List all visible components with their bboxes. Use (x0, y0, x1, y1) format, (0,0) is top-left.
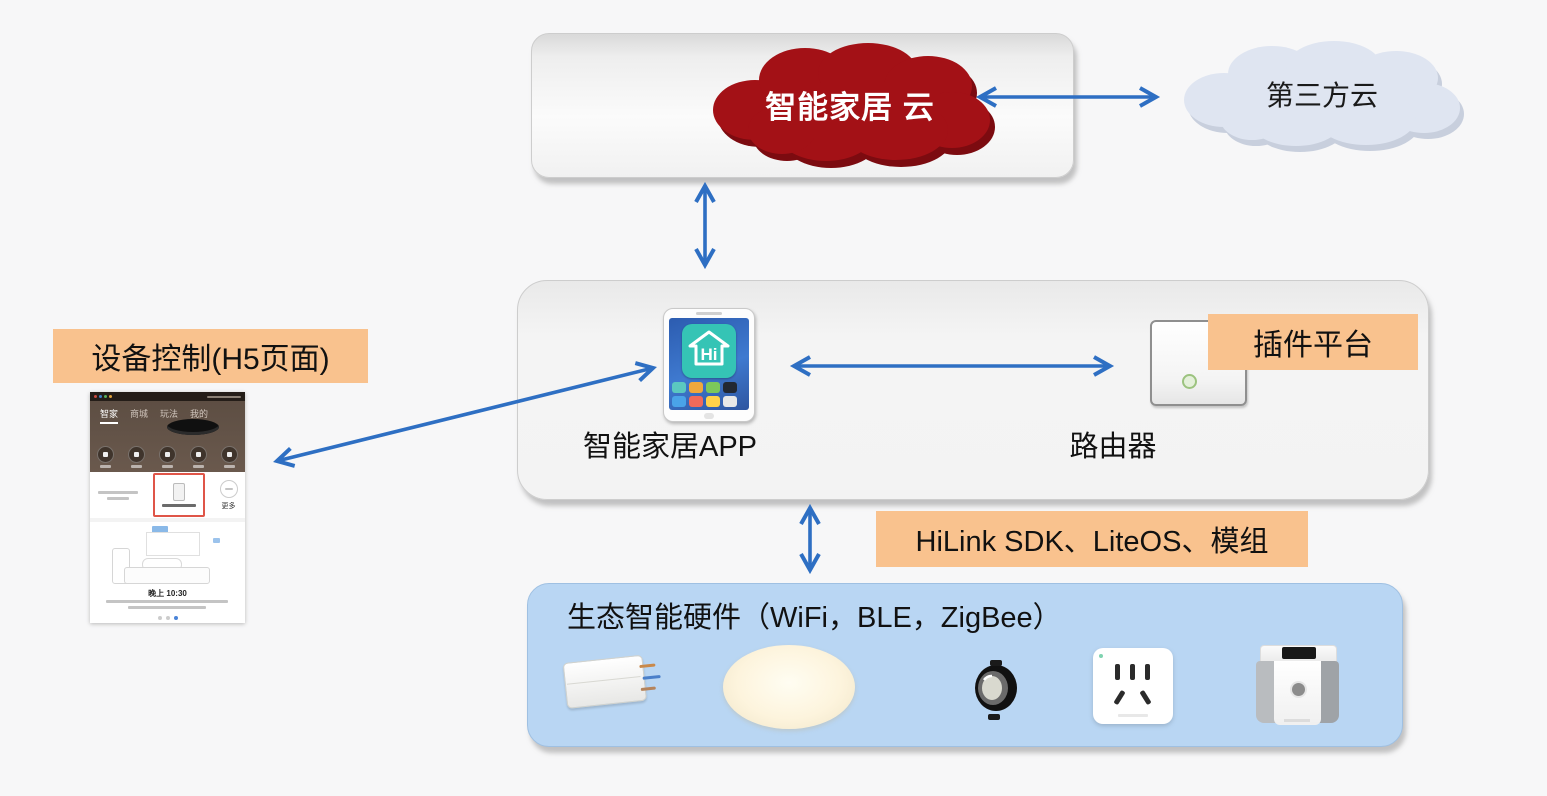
screenshot-tab-bar: 智家 商城 玩法 我的 (90, 401, 245, 424)
socket-slot (1115, 664, 1120, 680)
gateway-wire-blue (642, 674, 661, 680)
device-card-row: 更多 (90, 472, 245, 522)
third-party-cloud-node: 第三方云 (1172, 38, 1472, 156)
illustration-frame (146, 532, 200, 556)
illustration-badge (152, 526, 168, 533)
screenshot-header: 智家 商城 玩法 我的 (90, 401, 245, 472)
scene-shortcut-row (90, 446, 245, 468)
smart-socket-icon (1093, 648, 1173, 724)
spotlight-icon (970, 658, 1020, 722)
device-card-text[interactable] (97, 490, 138, 500)
scene-recommend-card: 晚上 10:30 (90, 522, 245, 622)
scene-shortcut[interactable] (128, 446, 145, 468)
device-card-highlighted[interactable] (152, 473, 205, 517)
ceiling-light-disc (723, 645, 855, 729)
phone-screen: Hi (669, 318, 749, 410)
router-status-led (1182, 374, 1197, 389)
smart-home-app-label: 智能家居APP (582, 431, 758, 463)
smart-home-cloud-label: 智能家居 云 (765, 90, 935, 125)
hilink-app-icon-text: Hi (700, 345, 718, 364)
device-control-tag: 设备控制(H5页面) (53, 329, 368, 383)
socket-slot-angled (1113, 689, 1126, 706)
scene-desc-bar (128, 606, 206, 609)
scene-shortcut[interactable] (159, 446, 176, 468)
hilink-app-icon: Hi (682, 324, 736, 378)
status-dot (104, 395, 107, 398)
speaker-brand-bar (1284, 719, 1310, 722)
phone-app-grid (672, 382, 746, 407)
house-icon (688, 330, 730, 366)
socket-slot (1130, 664, 1135, 680)
router-label: 路由器 (1069, 431, 1157, 463)
carousel-dots[interactable] (90, 616, 245, 620)
app-screenshot: 智家 商城 玩法 我的 (90, 392, 245, 623)
gateway-wire-brown (640, 686, 656, 692)
speaker-side-left (1256, 661, 1276, 723)
speaker-device-photo (167, 419, 219, 435)
scene-desc-bar (106, 600, 228, 603)
plugin-platform-tag: 插件平台 (1208, 314, 1418, 370)
scene-shortcut[interactable] (221, 446, 238, 468)
illustration-bed (124, 567, 210, 584)
speaker-top-slot (1282, 647, 1316, 659)
gateway-wire-orange (639, 663, 656, 669)
speaker-side-right (1319, 661, 1339, 723)
smart-home-cloud-node: 智能家居 云 (700, 38, 1000, 176)
ceiling-light-icon (723, 645, 855, 729)
socket-slot-angled (1139, 689, 1152, 706)
tab-play[interactable]: 玩法 (160, 409, 179, 419)
hardware-layer-title: 生态智能硬件（WiFi，BLE，ZigBee） (567, 602, 1062, 634)
socket-power-led (1099, 654, 1103, 658)
scene-time-label: 晚上 10:30 (148, 589, 187, 598)
third-party-cloud-icon (1184, 41, 1464, 152)
tab-me[interactable]: 我的 (190, 409, 209, 419)
device-card-more[interactable]: 更多 (219, 479, 238, 511)
screenshot-status-bar (90, 392, 245, 401)
status-dot (109, 395, 112, 398)
phone-home-button (704, 413, 714, 419)
status-text-bar (207, 395, 241, 398)
gateway-body (562, 654, 648, 709)
remote-device-thumb (172, 483, 185, 501)
socket-slot (1145, 664, 1150, 680)
spotlight-graphic (975, 660, 1017, 720)
status-dot (99, 395, 102, 398)
smartphone-icon: Hi (663, 308, 755, 422)
tab-store[interactable]: 商城 (130, 409, 149, 419)
scene-shortcut[interactable] (190, 446, 207, 468)
phone-earpiece (696, 312, 722, 315)
bedtime-illustration (112, 526, 222, 584)
smart-home-cloud-icon (713, 43, 995, 168)
illustration-headboard (112, 548, 130, 584)
smart-speaker-icon (1252, 645, 1343, 730)
gateway-module-icon (562, 647, 663, 719)
middleware-tag: HiLink SDK、LiteOS、模组 (876, 511, 1308, 567)
more-label: 更多 (221, 502, 236, 510)
third-party-cloud-label: 第三方云 (1265, 80, 1378, 111)
scene-shortcut[interactable] (97, 446, 114, 468)
speaker-front-knob (1292, 683, 1305, 696)
socket-brand-bar (1118, 714, 1148, 717)
illustration-accent (213, 538, 220, 543)
app-router-layer-panel (517, 280, 1429, 500)
status-dot (94, 395, 97, 398)
tab-home[interactable]: 智家 (100, 407, 119, 424)
